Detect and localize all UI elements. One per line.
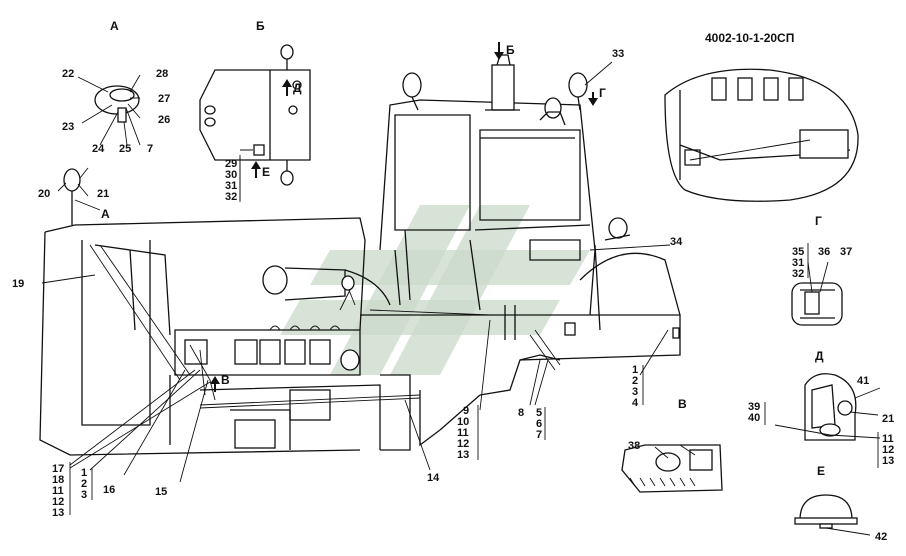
stack-d-left: 39 40 bbox=[748, 401, 760, 424]
label-20: 20 bbox=[38, 188, 50, 200]
stack-center-item: 9 bbox=[463, 405, 469, 417]
view-e-title: Е bbox=[817, 464, 825, 478]
stack-g-item: 35 bbox=[792, 246, 804, 258]
stack-g-item: 32 bbox=[792, 268, 804, 280]
label-41: 41 bbox=[857, 375, 869, 387]
view-d-title: Д bbox=[815, 349, 824, 363]
stack-left-a-item: 18 bbox=[52, 474, 64, 486]
stack-left-b-item: 2 bbox=[81, 478, 87, 490]
stack-b-item: 32 bbox=[225, 191, 237, 203]
stack-mid-item: 6 bbox=[536, 418, 542, 430]
stack-b-item: 29 bbox=[225, 158, 237, 170]
view-g-title: Г bbox=[815, 214, 822, 228]
label-37: 37 bbox=[840, 246, 852, 258]
view-g-detail: Г bbox=[791, 214, 843, 326]
stack-left-a-item: 13 bbox=[52, 507, 64, 519]
stack-left-a-item: 11 bbox=[52, 485, 64, 497]
stack-center-item: 13 bbox=[457, 449, 469, 461]
view-a-detail: А bbox=[77, 19, 141, 146]
part-number-labels: 22 28 27 23 26 24 25 7 20 21 19 33 34 14… bbox=[12, 48, 894, 543]
stack-left-b-item: 1 bbox=[81, 467, 87, 479]
stack-mid-item: 5 bbox=[536, 407, 542, 419]
view-e-detail: Е bbox=[794, 464, 871, 536]
stack-left-b: 1 2 3 bbox=[81, 467, 87, 501]
arrow-v-letter: В bbox=[221, 373, 230, 387]
stack-left-a-item: 12 bbox=[52, 496, 64, 508]
label-28: 28 bbox=[156, 68, 168, 80]
stack-center-item: 12 bbox=[457, 438, 469, 450]
arrow-b-letter: Б bbox=[506, 43, 515, 57]
stack-cab-item: 3 bbox=[632, 386, 638, 398]
stack-d-left-item: 40 bbox=[748, 412, 760, 424]
stack-d-right-item: 11 bbox=[882, 433, 894, 445]
stack-b-item: 30 bbox=[225, 169, 237, 181]
view-arrows: Б Г А В Д Е bbox=[74, 42, 606, 392]
stack-d-right-item: 13 bbox=[882, 455, 894, 467]
stack-g-item: 31 bbox=[792, 257, 804, 269]
stack-brackets bbox=[69, 158, 879, 515]
label-21-view-d: 21 bbox=[882, 413, 894, 425]
arrow-d-letter: Д bbox=[293, 81, 302, 95]
watermark-logo bbox=[280, 205, 590, 375]
stack-d-right: 11 12 13 bbox=[882, 433, 894, 467]
label-16: 16 bbox=[103, 484, 115, 496]
stack-cab-item: 1 bbox=[632, 364, 638, 376]
label-25: 25 bbox=[119, 143, 131, 155]
label-27: 27 bbox=[158, 93, 170, 105]
stack-left-b-item: 3 bbox=[81, 489, 87, 501]
label-19: 19 bbox=[12, 278, 24, 290]
view-b-detail: Б bbox=[199, 19, 311, 200]
stack-d-right-item: 12 bbox=[882, 444, 894, 456]
stack-b-left: 29 30 31 32 bbox=[225, 158, 237, 203]
arrow-a-letter: А bbox=[101, 207, 110, 221]
view-b-title: Б bbox=[256, 19, 265, 33]
leader-lines bbox=[41, 61, 696, 483]
document-code: 4002-10-1-20СП bbox=[705, 31, 794, 45]
label-8: 8 bbox=[518, 407, 524, 419]
label-23: 23 bbox=[62, 121, 74, 133]
label-22: 22 bbox=[62, 68, 74, 80]
view-v-detail: В bbox=[621, 397, 723, 493]
label-38: 38 bbox=[628, 440, 640, 452]
stack-g-view: 35 31 32 bbox=[792, 246, 804, 280]
stack-center-item: 11 bbox=[457, 427, 469, 439]
stack-mid-item: 7 bbox=[536, 429, 542, 441]
label-36: 36 bbox=[818, 246, 830, 258]
label-7: 7 bbox=[147, 143, 153, 155]
stack-b-item: 31 bbox=[225, 180, 237, 192]
label-42: 42 bbox=[875, 531, 887, 543]
label-33: 33 bbox=[612, 48, 624, 60]
label-21: 21 bbox=[97, 188, 109, 200]
label-24: 24 bbox=[92, 143, 105, 155]
stack-cab-item: 2 bbox=[632, 375, 638, 387]
view-v-title: В bbox=[678, 397, 687, 411]
label-26: 26 bbox=[158, 114, 170, 126]
arrow-g-letter: Г bbox=[599, 86, 606, 100]
stack-cab-item: 4 bbox=[632, 397, 639, 409]
stack-center: 9 10 11 12 13 bbox=[457, 405, 469, 461]
stack-d-left-item: 39 bbox=[748, 401, 760, 413]
label-14: 14 bbox=[427, 472, 440, 484]
view-a-title: А bbox=[110, 19, 119, 33]
view-d-detail: Д bbox=[774, 349, 881, 441]
cab-inset-detail bbox=[664, 68, 859, 202]
stack-cab-right: 1 2 3 4 bbox=[632, 364, 639, 409]
label-15: 15 bbox=[155, 486, 167, 498]
tractor-side-view bbox=[39, 54, 681, 456]
stack-left-a-item: 17 bbox=[52, 463, 64, 475]
stack-mid-right: 5 6 7 bbox=[536, 407, 542, 441]
arrow-e-letter: Е bbox=[262, 165, 270, 179]
label-34: 34 bbox=[670, 236, 683, 248]
stack-center-item: 10 bbox=[457, 416, 469, 428]
stack-left-a: 17 18 11 12 13 bbox=[52, 463, 64, 519]
